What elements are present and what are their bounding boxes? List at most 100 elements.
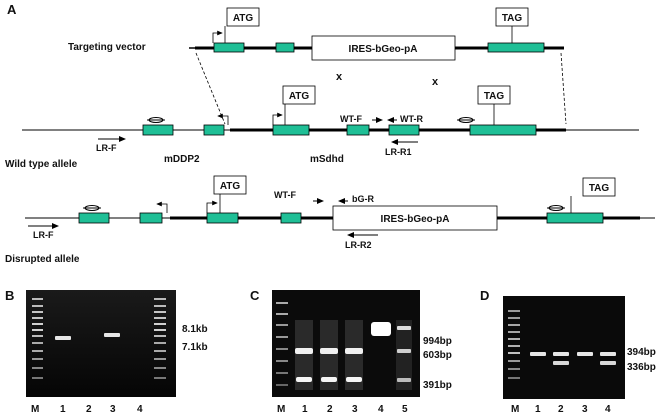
gel-d-lane-3: 3 [582, 404, 588, 415]
band [397, 326, 411, 330]
disrupted-construct: IRES-bGeo-pA ATG TAG [25, 175, 655, 231]
primer-lr-r2: LR-R2 [345, 240, 372, 250]
wild-type-construct: ATG TAG [22, 85, 639, 136]
gel-c-lane-4: 4 [378, 404, 384, 415]
gene-msdhd: mSdhd [310, 154, 344, 165]
cassette-box [332, 205, 498, 231]
exon [203, 124, 225, 136]
gel-c-lane-3: 3 [352, 404, 358, 415]
gel-background [503, 296, 625, 399]
primer-lr-r1: LR-R1 [385, 147, 412, 157]
promoter-arrow-icon [212, 30, 223, 43]
gel-b-size-1: 8.1kb [182, 324, 208, 335]
panel-b-label: B [5, 288, 14, 303]
gel-d-lane-4: 4 [605, 404, 611, 415]
ladder-right [154, 298, 166, 379]
gene-mddp2: mDDP2 [164, 154, 200, 165]
exon [388, 124, 420, 136]
gel-d-size-1: 394bp [627, 347, 656, 358]
atg-label: ATG [289, 91, 310, 102]
exon [213, 42, 245, 53]
band [345, 348, 363, 354]
targeting-vector-label: Targeting vector [68, 42, 146, 53]
exon [546, 212, 604, 224]
band [295, 348, 313, 354]
homology-right-line [560, 52, 567, 125]
atg-box [213, 175, 247, 195]
gel-c-size-3: 391bp [423, 380, 452, 391]
exon [487, 42, 545, 53]
gel-c-size-2: 603bp [423, 350, 452, 361]
gel-d-lane-1: 1 [535, 404, 541, 415]
gel-c-lane-5: 5 [402, 404, 408, 415]
exon [469, 124, 537, 136]
gel-background [26, 290, 176, 397]
exon [275, 42, 295, 53]
panel-a-label: A [7, 2, 17, 17]
band [397, 378, 411, 382]
band [321, 377, 337, 382]
gel-b-lane-m: M [31, 404, 39, 415]
primer-wt-r: WT-R [400, 114, 423, 124]
gel-c-size-1: 994bp [423, 336, 452, 347]
cassette-box [311, 35, 456, 61]
exon [139, 212, 163, 224]
probe-icon [547, 205, 565, 211]
gel-b-lane-2: 2 [86, 404, 92, 415]
atg-box [282, 85, 316, 105]
band [577, 352, 593, 356]
tag-label: TAG [589, 183, 610, 194]
band [55, 336, 71, 340]
crossover-mark-left: x [336, 71, 343, 83]
primer-wt-f: WT-F [340, 114, 362, 124]
band [397, 349, 411, 353]
exon [142, 124, 174, 136]
gel-d-lane-2: 2 [558, 404, 564, 415]
gel-c-lane-m: M [277, 404, 285, 415]
tag-label: TAG [502, 13, 523, 24]
exon [280, 212, 302, 224]
gel-c-lane-2: 2 [327, 404, 333, 415]
tag-label: TAG [484, 91, 505, 102]
band [553, 361, 569, 365]
gel-c [272, 290, 420, 397]
gel-d [503, 296, 625, 399]
promoter-arrow-icon [206, 200, 218, 213]
promoter-arrow-icon [217, 113, 229, 125]
band [320, 348, 338, 354]
gel-b-lane-4: 4 [137, 404, 143, 415]
exon [272, 124, 310, 136]
primer-bg-r: bG-R [352, 194, 374, 204]
targeting-vector-construct: IRES-bGeo-pA ATG TAG [189, 7, 564, 61]
atg-label: ATG [220, 181, 241, 192]
band [371, 322, 391, 336]
ladder-left [32, 298, 43, 379]
crossover-mark-right: x [432, 76, 439, 88]
disrupted-label: Disrupted allele [5, 254, 80, 265]
panel-d-label: D [480, 288, 489, 303]
exon [346, 124, 370, 136]
promoter-arrow-icon [272, 112, 283, 125]
band [600, 361, 616, 365]
gel-b [26, 290, 176, 397]
gel-b-lane-1: 1 [60, 404, 66, 415]
probe-icon [147, 117, 165, 123]
cassette-label: IRES-bGeo-pA [349, 44, 418, 55]
primer-lr-f-wt: LR-F [96, 143, 117, 153]
wild-type-label: Wild type allele [5, 159, 78, 170]
panel-c-label: C [250, 288, 260, 303]
atg-label: ATG [233, 13, 254, 24]
band [600, 352, 616, 356]
exon [78, 212, 110, 224]
gel-d-size-2: 336bp [627, 362, 656, 373]
band [553, 352, 569, 356]
gel-c-lane-1: 1 [302, 404, 308, 415]
probe-icon [457, 117, 475, 123]
homology-left-line [195, 52, 226, 125]
ladder [508, 310, 520, 379]
gel-b-lane-3: 3 [110, 404, 116, 415]
gel-d-lane-m: M [511, 404, 519, 415]
primer-wt-f-disrupted: WT-F [274, 190, 296, 200]
cassette-label: IRES-bGeo-pA [381, 214, 450, 225]
band [296, 377, 312, 382]
